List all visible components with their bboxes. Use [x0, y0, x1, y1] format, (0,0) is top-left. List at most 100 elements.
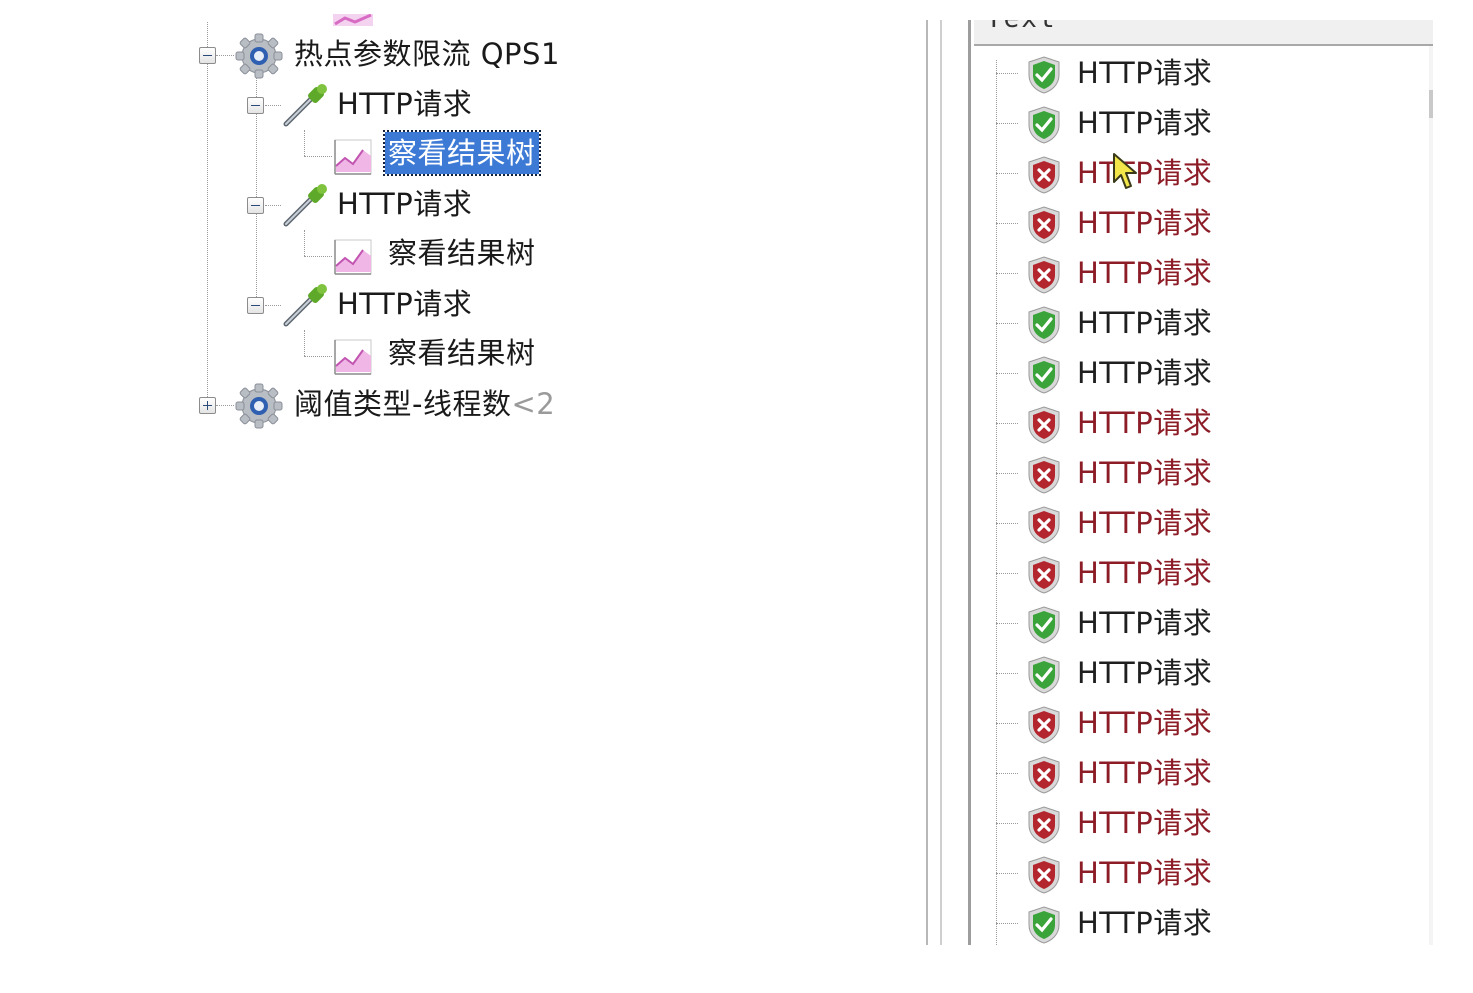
gear-icon [235, 33, 283, 79]
failure-shield-icon [1028, 856, 1060, 894]
result-row-fail[interactable]: HTTP请求 [996, 248, 1396, 298]
result-row-fail[interactable]: HTTP请求 [996, 398, 1396, 448]
tree-node-view-results-tree-selected[interactable]: 察看结果树 [383, 130, 541, 176]
tree-connector [996, 473, 1018, 474]
result-row-fail[interactable]: HTTP请求 [996, 798, 1396, 848]
result-row-label: HTTP请求 [1077, 356, 1213, 390]
result-row-success[interactable]: HTTP请求 [996, 648, 1396, 698]
result-row-fail[interactable]: HTTP请求 [996, 548, 1396, 598]
collapse-toggle[interactable] [199, 47, 216, 64]
result-row-fail[interactable]: HTTP请求 [996, 148, 1396, 198]
tree-connector [996, 773, 1018, 774]
result-row-label: HTTP请求 [1077, 256, 1213, 290]
success-shield-icon [1028, 906, 1060, 944]
tree-connector [256, 75, 257, 307]
tree-connector [996, 723, 1018, 724]
gear-icon [235, 383, 283, 429]
tree-node-view-results-tree[interactable]: 察看结果树 [388, 236, 536, 270]
tree-connector [265, 305, 281, 306]
graph-icon [334, 339, 372, 375]
results-panel-header: Text [974, 20, 1433, 46]
tree-node-label: 阈值类型-线程数 [294, 387, 512, 421]
results-tree-panel: Text HTTP请求 HTTP请求 HTTP请求 HTTP请求 HTTP请求 HTTP请… [926, 20, 1433, 945]
success-shield-icon [1028, 606, 1060, 644]
split-pane-divider[interactable] [940, 20, 942, 945]
tree-node-thread-group[interactable]: 阈值类型-线程数<2 [294, 383, 555, 425]
tree-connector [304, 330, 305, 356]
graph-icon [334, 139, 372, 175]
tree-connector [265, 205, 281, 206]
result-row-fail[interactable]: HTTP请求 [996, 848, 1396, 898]
success-shield-icon [1028, 106, 1060, 144]
failure-shield-icon [1028, 206, 1060, 244]
result-row-label: HTTP请求 [1077, 806, 1213, 840]
results-panel-header-text: Text [986, 20, 1057, 34]
result-row-fail[interactable]: HTTP请求 [996, 448, 1396, 498]
tree-node-http-request[interactable]: HTTP请求 [337, 187, 473, 221]
collapse-toggle[interactable] [247, 297, 264, 314]
tree-connector [304, 156, 332, 157]
tree-connector [304, 130, 305, 156]
tree-connector [265, 105, 281, 106]
dropper-icon [283, 84, 327, 127]
tree-connector [996, 673, 1018, 674]
result-row-label: HTTP请求 [1077, 506, 1213, 540]
expand-toggle[interactable] [199, 397, 216, 414]
result-row-label: HTTP请求 [1077, 556, 1213, 590]
collapse-toggle[interactable] [247, 197, 264, 214]
result-row-label: HTTP请求 [1077, 106, 1213, 140]
scrollbar-thumb[interactable] [1429, 90, 1433, 118]
result-row-label: HTTP请求 [1077, 856, 1213, 890]
tree-connector [996, 573, 1018, 574]
result-row-label: HTTP请求 [1077, 56, 1213, 90]
result-row-success[interactable]: HTTP请求 [996, 598, 1396, 648]
tree-connector [996, 623, 1018, 624]
graph-icon [333, 14, 373, 26]
tree-node-thread-group[interactable]: 热点参数限流 QPS1 [294, 37, 560, 71]
result-row-fail[interactable]: HTTP请求 [996, 498, 1396, 548]
tree-connector [216, 55, 234, 56]
split-pane-divider[interactable] [926, 20, 928, 945]
result-row-label: HTTP请求 [1077, 756, 1213, 790]
success-shield-icon [1028, 356, 1060, 394]
result-row-success[interactable]: HTTP请求 [996, 298, 1396, 348]
tree-connector [996, 60, 997, 945]
failure-shield-icon [1028, 706, 1060, 744]
tree-connector [996, 123, 1018, 124]
success-shield-icon [1028, 56, 1060, 94]
tree-node-view-results-tree[interactable]: 察看结果树 [388, 336, 536, 370]
panel-border [968, 20, 971, 945]
tree-node-http-request[interactable]: HTTP请求 [337, 287, 473, 321]
result-row-success[interactable]: HTTP请求 [996, 348, 1396, 398]
failure-shield-icon [1028, 506, 1060, 544]
failure-shield-icon [1028, 806, 1060, 844]
tree-node-http-request[interactable]: HTTP请求 [337, 87, 473, 121]
tree-connector [996, 823, 1018, 824]
result-row-success[interactable]: HTTP请求 [996, 898, 1396, 948]
result-row-fail[interactable]: HTTP请求 [996, 748, 1396, 798]
success-shield-icon [1028, 656, 1060, 694]
failure-shield-icon [1028, 456, 1060, 494]
failure-shield-icon [1028, 156, 1060, 194]
result-row-label: HTTP请求 [1077, 706, 1213, 740]
success-shield-icon [1028, 306, 1060, 344]
result-row-success[interactable]: HTTP请求 [996, 48, 1396, 98]
dropper-icon [283, 184, 327, 227]
tree-connector [996, 223, 1018, 224]
tree-connector [996, 273, 1018, 274]
tree-connector [216, 405, 234, 406]
failure-shield-icon [1028, 406, 1060, 444]
tree-connector [996, 423, 1018, 424]
result-row-label: HTTP请求 [1077, 156, 1213, 190]
result-row-fail[interactable]: HTTP请求 [996, 698, 1396, 748]
result-row-fail[interactable]: HTTP请求 [996, 198, 1396, 248]
result-row-label: HTTP请求 [1077, 456, 1213, 490]
collapse-toggle[interactable] [247, 97, 264, 114]
result-row-label: HTTP请求 [1077, 656, 1213, 690]
scrollbar-track[interactable] [1429, 46, 1433, 945]
result-row-success[interactable]: HTTP请求 [996, 98, 1396, 148]
tree-connector [996, 373, 1018, 374]
tree-node-label-overflow: <2 [511, 387, 556, 421]
failure-shield-icon [1028, 256, 1060, 294]
tree-connector [996, 323, 1018, 324]
